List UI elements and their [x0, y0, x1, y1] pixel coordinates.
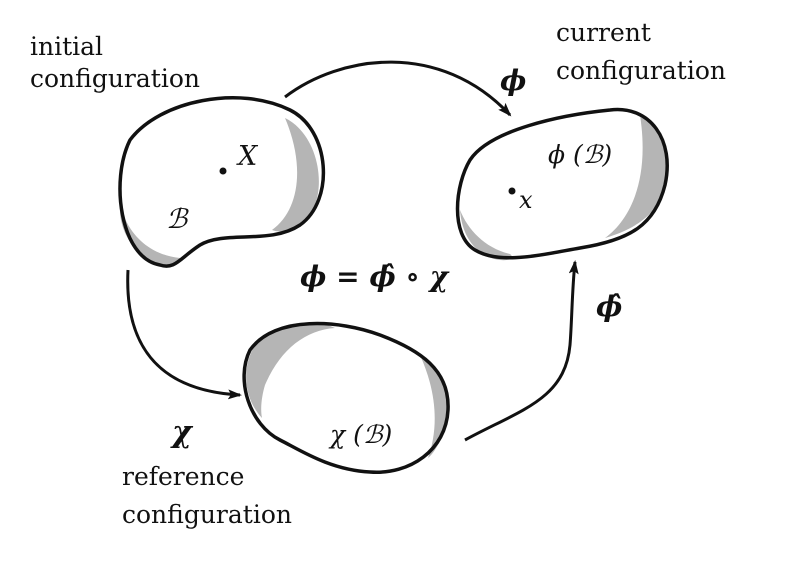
phi-map-symbol: ϕ	[500, 64, 527, 97]
current-config-label-line2: configuration	[556, 56, 726, 85]
point-x-label: x	[519, 186, 533, 214]
reference-config-label-line2: configuration	[122, 500, 292, 529]
current-body-shade-right	[605, 115, 667, 238]
current-body-shade-left	[460, 210, 512, 261]
initial-config-label-line1: initial	[30, 32, 104, 61]
chi-B-label: χ (ℬ)	[330, 420, 393, 449]
phi-hat-arrow	[464, 260, 579, 442]
point-X-label: X	[238, 141, 258, 172]
point-x-dot	[508, 187, 516, 195]
reference-body	[242, 321, 450, 474]
body-B-label: ℬ	[166, 204, 188, 235]
reference-body-shade-left	[246, 322, 335, 418]
chi-arrow	[126, 269, 242, 400]
phi-arrow	[284, 60, 512, 117]
initial-body	[118, 96, 326, 268]
chi-map-symbol: χ	[172, 415, 192, 450]
current-config-label-line1: current	[556, 18, 651, 47]
reference-config-label-line1: reference	[122, 462, 245, 491]
initial-body-shade-left	[119, 205, 180, 267]
point-X-dot	[219, 167, 227, 175]
current-body	[455, 107, 669, 261]
phi-B-label: ϕ (ℬ)	[548, 140, 613, 169]
initial-body-shade-right	[272, 118, 319, 232]
initial-config-label-line2: configuration	[30, 64, 200, 93]
composition-formula: ϕ = ϕ̂ ∘ χ	[300, 260, 449, 293]
phi-hat-map-symbol: ϕ̂	[596, 290, 623, 323]
